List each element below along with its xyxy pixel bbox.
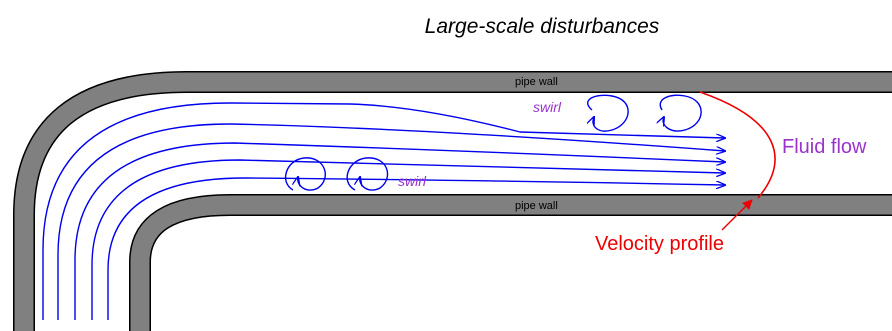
streamline: [42, 102, 725, 320]
streamline: [74, 142, 725, 320]
velocity-profile-curve: [699, 91, 776, 199]
streamline: [57, 123, 725, 320]
swirls-upper: [588, 94, 702, 132]
pipe-wall-label-bottom: pipe wall: [515, 200, 558, 212]
streamline: [91, 159, 725, 320]
outer-pipe-wall: [13, 71, 892, 331]
pipe-wall-label-top: pipe wall: [515, 76, 558, 88]
inner-pipe-wall: [129, 194, 892, 331]
swirl-icon: [588, 94, 629, 132]
fluid-flow-label: Fluid flow: [782, 136, 867, 158]
swirls-lower: [284, 157, 389, 191]
swirl-icon: [346, 157, 389, 191]
velocity-profile-arrow: [721, 199, 753, 231]
swirl-icon: [660, 94, 702, 132]
swirl-label-lower: swirl: [398, 173, 427, 189]
swirl-label-upper: swirl: [533, 99, 562, 115]
velocity-profile-label: Velocity profile: [595, 233, 724, 255]
swirl-icon: [284, 157, 326, 191]
diagram-title: Large-scale disturbances: [425, 15, 660, 38]
